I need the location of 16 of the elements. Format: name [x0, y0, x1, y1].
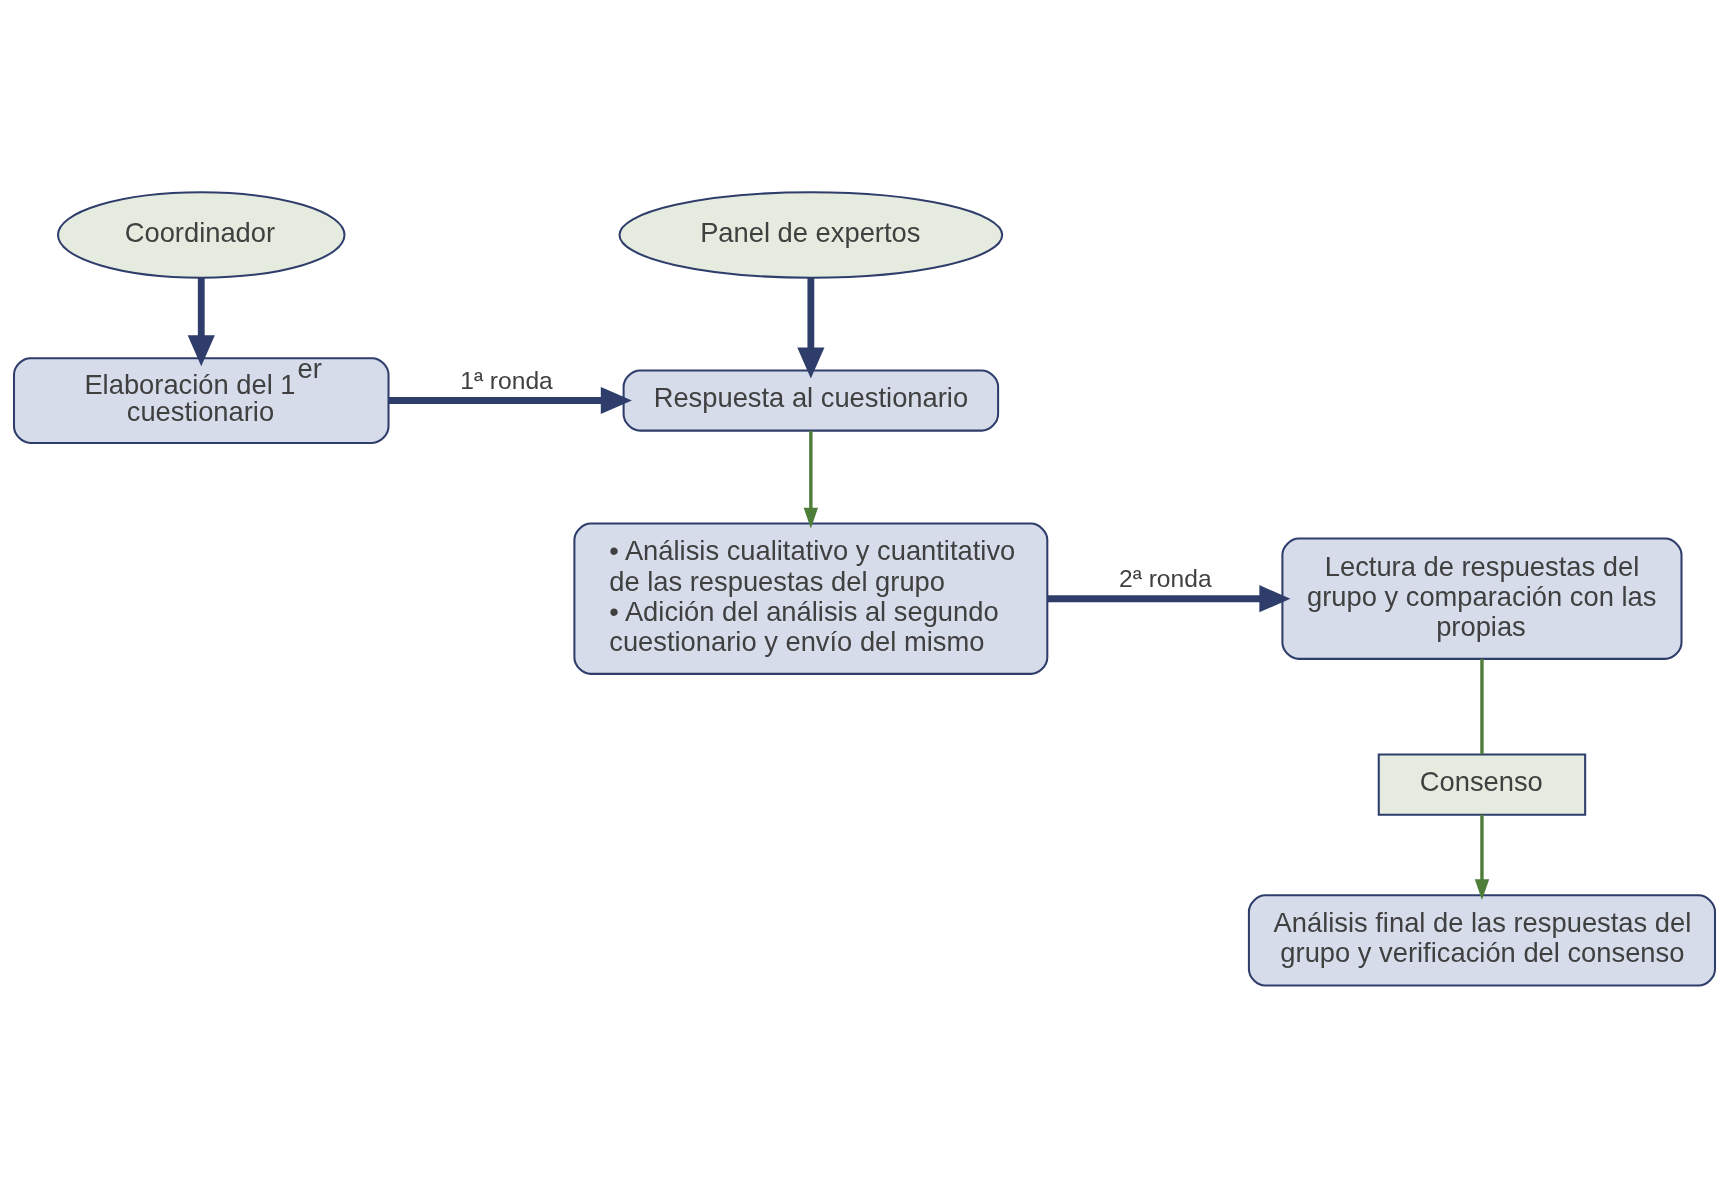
node-ellipse: Coordinador: [57, 191, 346, 279]
arrow: [803, 430, 819, 529]
node-box: Lectura de respuestas del grupo y comparación con las propias: [1281, 537, 1683, 660]
node-box: Análisis final de las respuestas del grupo y verificación del consenso: [1247, 894, 1717, 987]
edge-label: 1ª ronda: [460, 366, 553, 394]
node-box: • Análisis cualitativo y cuantitativo de las respuestas del grupo • Adición del análisis al segundo cuestionario y envío del mismo: [573, 522, 1049, 675]
arrow: [1474, 814, 1490, 900]
arrow: [1047, 585, 1291, 613]
node-box: Respuesta al cuestionario: [622, 369, 1000, 432]
arrow: [187, 277, 215, 367]
arrow: [388, 386, 632, 415]
edge-label: 2ª ronda: [1119, 564, 1212, 592]
node-ellipse: Panel de expertos: [618, 191, 1004, 279]
node-box: Consenso: [1377, 753, 1587, 816]
arrow: [797, 277, 825, 379]
connector: [1480, 659, 1484, 755]
